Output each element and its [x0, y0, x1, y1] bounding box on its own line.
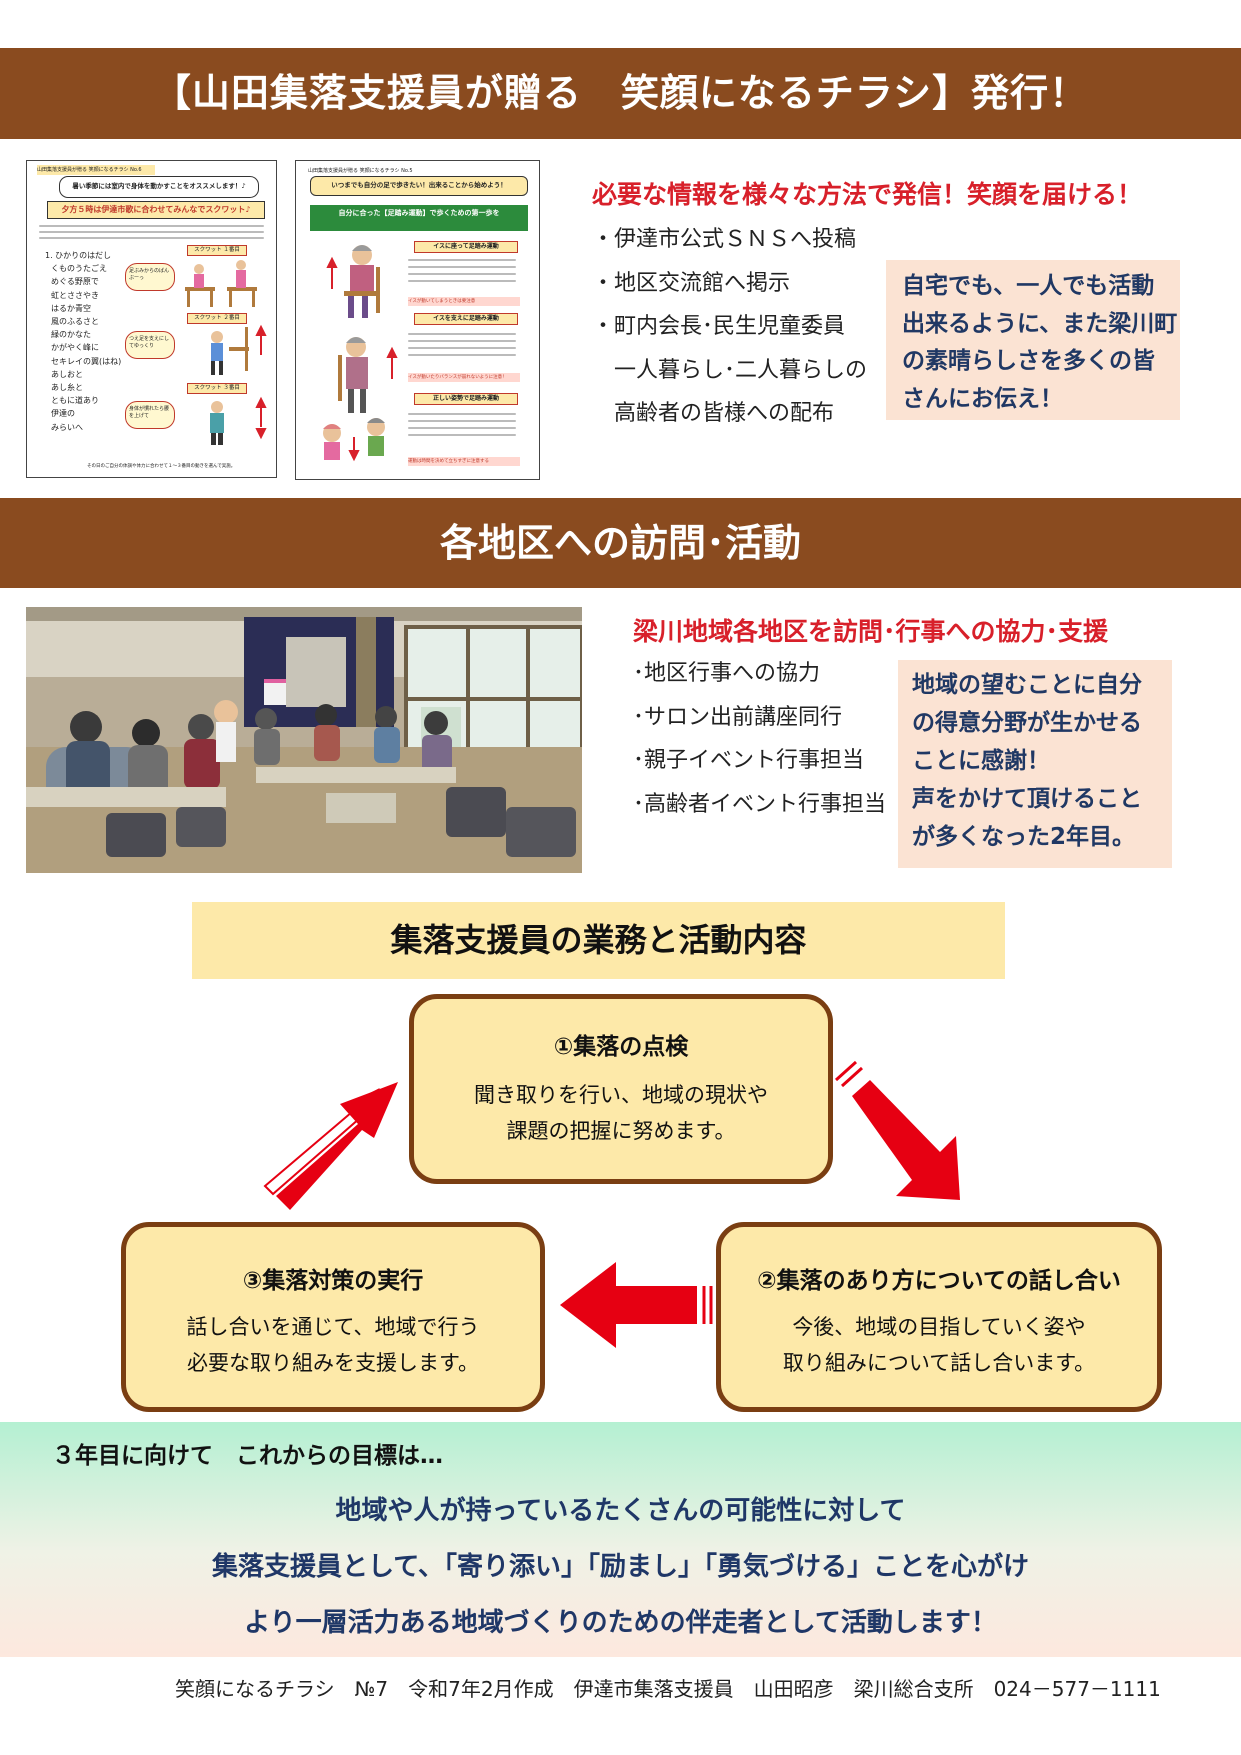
footer-credit: 笑顔になるチラシ №7 令和7年2月作成 伊達市集落支援員 山田昭彦 梁川総合支…: [175, 1677, 1161, 1701]
flyer-warning: イスが動いてしまうときは要注意: [408, 297, 520, 306]
flyer-warning: イスが動いたりバランスが崩れないように注意！: [408, 373, 520, 382]
flyer-note-bubble: 足ぶみからのばんぶーっ: [125, 263, 175, 291]
flyer-thumbnail-stepping: 山田集落支援員が贈る 笑顔になるチラシ No.5 いつまでも自分の足で歩きたい！…: [295, 160, 540, 480]
section2-bullet-list: ･地区行事への協力 ･サロン出前講座同行 ･親子イベント行事担当 ･高齢者イベン…: [633, 652, 886, 826]
flyer-headline: 夕方５時は伊達市歌に合わせてみんなでスクワット♪: [47, 201, 265, 219]
flyer-tag: 山田集落支援員が贈る 笑顔になるチラシ No.5: [308, 168, 413, 174]
flyer-speech-bubble: 暑い季節には室内で身体を動かすことをオススメします！♪: [59, 176, 259, 198]
flyer-headline: いつまでも自分の足で歩きたい！出来ることから始めよう！: [310, 176, 528, 196]
event-hall-illustration: [26, 607, 582, 873]
flyer-text-lines: [408, 259, 516, 287]
community-event-photo: [26, 607, 582, 873]
cycle-step-discussion: ②集落のあり方についての話し合い 今後、地域の目指していく姿や 取り組みについて…: [716, 1222, 1162, 1412]
goal-line: 集落支援員として、「寄り添い」「励まし」「勇気づける」ことを心がけ: [212, 1552, 1029, 1582]
cycle-step-title: ②集落のあり方についての話し合い: [757, 1268, 1121, 1294]
flyer-text-lines: [408, 333, 516, 361]
goals-panel: ３年目に向けて これからの目標は… 地域や人が持っているたくさんの可能性に対して…: [0, 1422, 1241, 1657]
section1-bullet-list: ・伊達市公式ＳＮＳへ投稿 ・地区交流館へ掲示 ・町内会長･民生児童委員 一人暮ら…: [592, 218, 867, 436]
cycle-step-implementation: ③集落対策の実行 話し合いを通じて、地域で行う 必要な取り組みを支援します。: [121, 1222, 545, 1412]
bullet-item: ･親子イベント行事担当: [633, 748, 865, 773]
cycle-step-desc: 今後、地域の目指していく姿や 取り組みについて話し合います。: [782, 1315, 1096, 1375]
flyer-stepping-illustration: [323, 245, 398, 462]
flyer-section-label: イスに座って足踏み運動: [414, 241, 518, 253]
bullet-item: ･高齢者イベント行事担当: [633, 791, 887, 817]
cycle-step-desc: 話し合いを通じて、地域で行う 必要な取り組みを支援します。: [186, 1315, 480, 1375]
goal-line: 地域や人が持っているたくさんの可能性に対して: [335, 1496, 906, 1526]
cycle-title: 集落支援員の業務と活動内容: [192, 902, 1005, 979]
flyer-warning: 運動は時間を決めて立ちすぎに注意する: [408, 457, 520, 466]
flyer-green-band: 自分に合った【足踏み運動】で歩くための第一歩を: [310, 205, 528, 231]
flyer-section-label: イスを支えに足踏み運動: [414, 313, 518, 325]
cycle-arrows: [263, 1060, 960, 1348]
bullet-item: ・町内会長･民生児童委員: [592, 314, 846, 339]
section1-heading: 必要な情報を様々な方法で発信！笑顔を届ける！: [592, 180, 1143, 209]
cycle-step-desc: 聞き取りを行い、地域の現状や 課題の把握に努めます。: [474, 1083, 768, 1143]
section2-note-box: 地域の望むことに自分 の得意分野が生かせる ことに感謝！ 声をかけて頂けること …: [898, 660, 1172, 868]
flyer-note-bubble: 身体が慣れたら腰を上げて: [125, 401, 175, 429]
section1-note-box: 自宅でも、一人でも活動 出来るように、また梁川町 の素晴らしさを多くの皆 さんに…: [886, 260, 1180, 420]
cycle-step-title: ①集落の点検: [553, 1034, 689, 1060]
goals-intro: ３年目に向けて これからの目標は…: [52, 1443, 443, 1469]
flyer-step-label: スクワット １番目: [187, 245, 247, 256]
bullet-item: 高齢者の皆様への配布: [592, 401, 835, 426]
flyer-text-lines: [39, 225, 264, 243]
flyer-thumbnail-squat: 山田集落支援員が贈る 笑顔になるチラシ No.6 暑い季節には室内で身体を動かす…: [26, 160, 277, 478]
bullet-item: ･地区行事への協力: [633, 661, 821, 686]
flyer-song-lyrics: 1. ひかりのはだし くものうたごえ めぐる野原で 虹とささやき はるか青空 風…: [45, 251, 122, 432]
bullet-item: ・伊達市公式ＳＮＳへ投稿: [592, 227, 857, 252]
flyer-note-bubble: つえ足を支えにしてゆっくり: [125, 331, 175, 359]
arrow-down-right-icon: [834, 1060, 960, 1200]
flyer-step-label: スクワット ２番目: [187, 313, 247, 324]
flyer-text-lines: [408, 413, 516, 441]
flyer-footnote: その日のご自分の体調や体力に合わせて１〜３番目の動きを選んで実施。: [87, 464, 236, 469]
flyer-section-label: 正しい姿勢で足踏み運動: [414, 393, 518, 405]
banner-visits-activities: 各地区への訪問･活動: [0, 498, 1241, 588]
cycle-step-title: ③集落対策の実行: [242, 1268, 424, 1294]
arrow-up-right-icon: [263, 1082, 398, 1210]
flyer-step-label: スクワット ３番目: [187, 383, 247, 394]
flyer-exercise-illustration: [185, 260, 267, 445]
bullet-item: 一人暮らし･二人暮らしの: [592, 357, 868, 383]
bullet-item: ･サロン出前講座同行: [633, 704, 843, 730]
section2-heading: 梁川地域各地区を訪問･行事への協力･支援: [633, 617, 1109, 646]
banner-flyer-release: 【山田集落支援員が贈る 笑顔になるチラシ】発行！: [0, 48, 1241, 139]
cycle-step-inspection: ①集落の点検 聞き取りを行い、地域の現状や 課題の把握に努めます。: [409, 994, 833, 1184]
arrow-left-icon: [560, 1262, 713, 1348]
bullet-item: ・地区交流館へ掲示: [592, 270, 791, 296]
flyer-tag: 山田集落支援員が贈る 笑顔になるチラシ No.6: [37, 165, 155, 175]
goal-line: より一層活力ある地域づくりのための伴走者として活動します！: [244, 1608, 997, 1638]
